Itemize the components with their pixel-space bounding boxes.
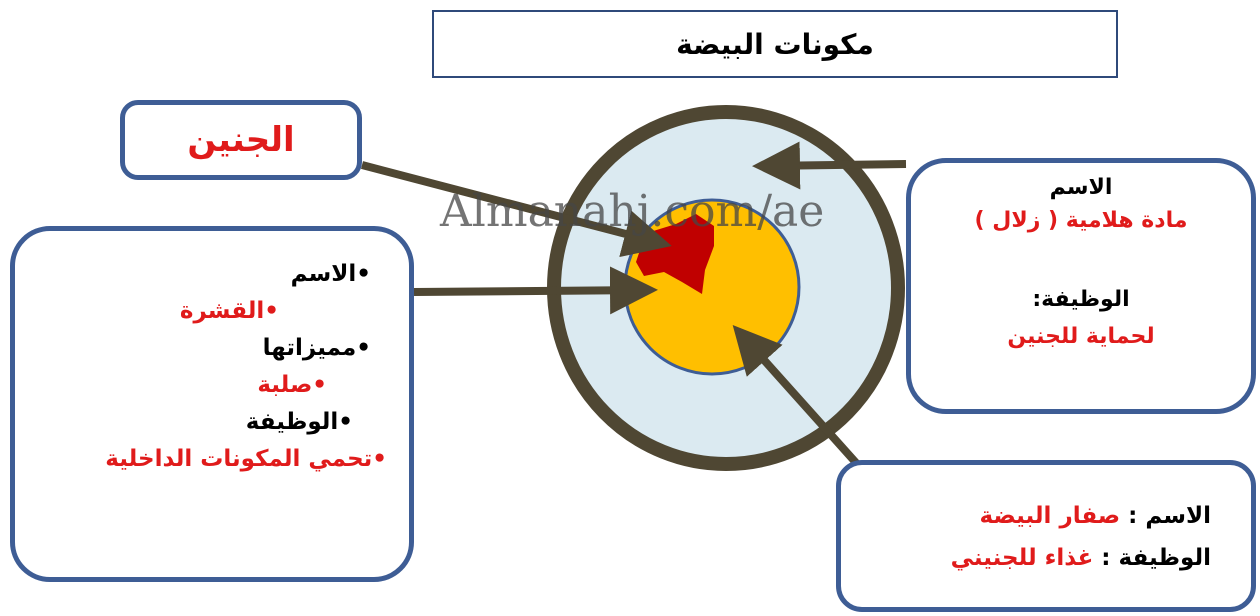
- yolk-name-heading: الاسم :: [1128, 503, 1211, 529]
- albumen-function-heading: الوظيفة:: [1032, 287, 1130, 312]
- arrow-shell: [413, 266, 658, 315]
- albumen-info-box: الاسم مادة هلامية ( زلال ) الوظيفة: لحما…: [906, 158, 1256, 414]
- title-text: مكونات البيضة: [676, 27, 874, 61]
- arrow-embryo: [360, 161, 672, 258]
- arrow-albumen: [752, 141, 907, 190]
- yolk-function-row: الوظيفة : غذاء للجنيني: [841, 537, 1211, 579]
- yolk-name-row: الاسم : صفار البيضة: [841, 495, 1211, 537]
- shell-name-value: القشرة: [15, 293, 279, 330]
- yolk-function-value: غذاء للجنيني: [950, 545, 1094, 571]
- albumen-function-value: لحماية للجنين: [1007, 324, 1155, 349]
- shell-features-heading: مميزاتها: [15, 330, 371, 367]
- yolk-info-box: الاسم : صفار البيضة الوظيفة : غذاء للجني…: [836, 460, 1256, 612]
- shell-function-value: تحمي المكونات الداخلية: [15, 441, 387, 478]
- arrow-yolk: [732, 325, 861, 468]
- embryo-label-box: الجنين: [120, 100, 362, 180]
- yolk-function-heading: الوظيفة :: [1101, 545, 1211, 571]
- watermark-text: Almanahj.com/ae: [440, 186, 825, 237]
- page-title: مكونات البيضة: [432, 10, 1118, 78]
- albumen-name-heading: الاسم: [1049, 175, 1113, 200]
- shell-name-heading: الاسم: [15, 256, 371, 293]
- shell-features-value: صلبة: [15, 367, 327, 404]
- shell-function-heading: الوظيفة: [15, 404, 353, 441]
- shell-info-box: الاسم القشرة مميزاتها صلبة الوظيفة تحمي …: [10, 226, 414, 582]
- albumen-name-value: مادة هلامية ( زلال ): [974, 208, 1188, 233]
- yolk-name-value: صفار البيضة: [979, 503, 1121, 529]
- embryo-label: الجنين: [187, 120, 295, 160]
